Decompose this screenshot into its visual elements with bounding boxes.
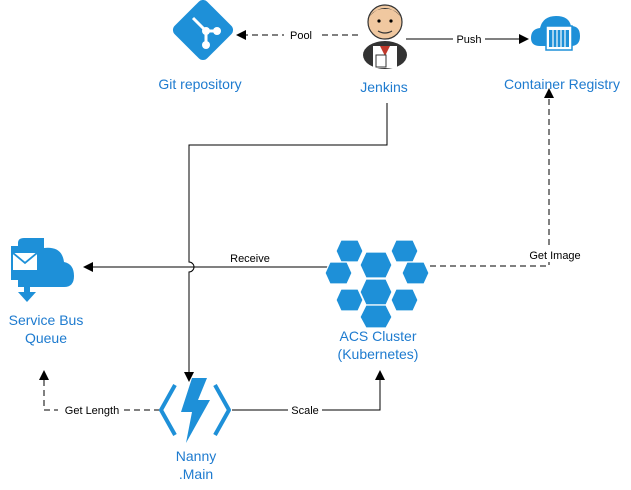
edge-label-scale: Scale	[291, 405, 319, 417]
service-bus-label-line2: Queue	[25, 330, 67, 346]
git-repository-label: Git repository	[158, 76, 241, 92]
edge-get-length: Get Length	[39, 370, 160, 417]
edge-pool: Pool	[236, 28, 358, 42]
edge-push: Push	[406, 32, 529, 46]
acs-cluster-label-line2: (Kubernetes)	[338, 346, 419, 362]
edge-label-get-image: Get Image	[529, 250, 580, 262]
container-registry-icon	[531, 16, 580, 51]
edge-get-image: Get Image	[410, 88, 583, 267]
edge-label-pool: Pool	[290, 30, 312, 42]
edge-label-receive: Receive	[230, 253, 270, 265]
jenkins-butler-icon	[363, 4, 407, 69]
node-acs-cluster: ACS Cluster (Kubernetes)	[324, 239, 430, 362]
nanny-label-line2: .Main	[179, 466, 213, 482]
kubernetes-cluster-icon	[324, 239, 430, 329]
git-icon	[172, 0, 234, 61]
edge-scale: Scale	[232, 370, 385, 417]
node-git-repository: Git repository	[158, 0, 242, 92]
jenkins-label: Jenkins	[360, 79, 407, 95]
edge-receive: Receive	[83, 253, 330, 272]
node-container-registry: Container Registry	[504, 16, 620, 92]
edge-label-push: Push	[456, 34, 481, 46]
service-bus-icon	[11, 238, 74, 302]
service-bus-label-line1: Service Bus	[9, 312, 84, 328]
edge-label-get-length: Get Length	[65, 405, 119, 417]
node-jenkins: Jenkins	[360, 4, 408, 95]
acs-cluster-label-line1: ACS Cluster	[339, 328, 416, 344]
node-nanny-main: Nanny .Main	[159, 378, 231, 482]
edge-deploy-nanny	[184, 103, 388, 382]
nanny-label-line1: Nanny	[176, 448, 216, 464]
container-registry-label: Container Registry	[504, 76, 620, 92]
function-bolt-icon	[159, 378, 231, 443]
node-service-bus-queue: Service Bus Queue	[9, 238, 84, 346]
